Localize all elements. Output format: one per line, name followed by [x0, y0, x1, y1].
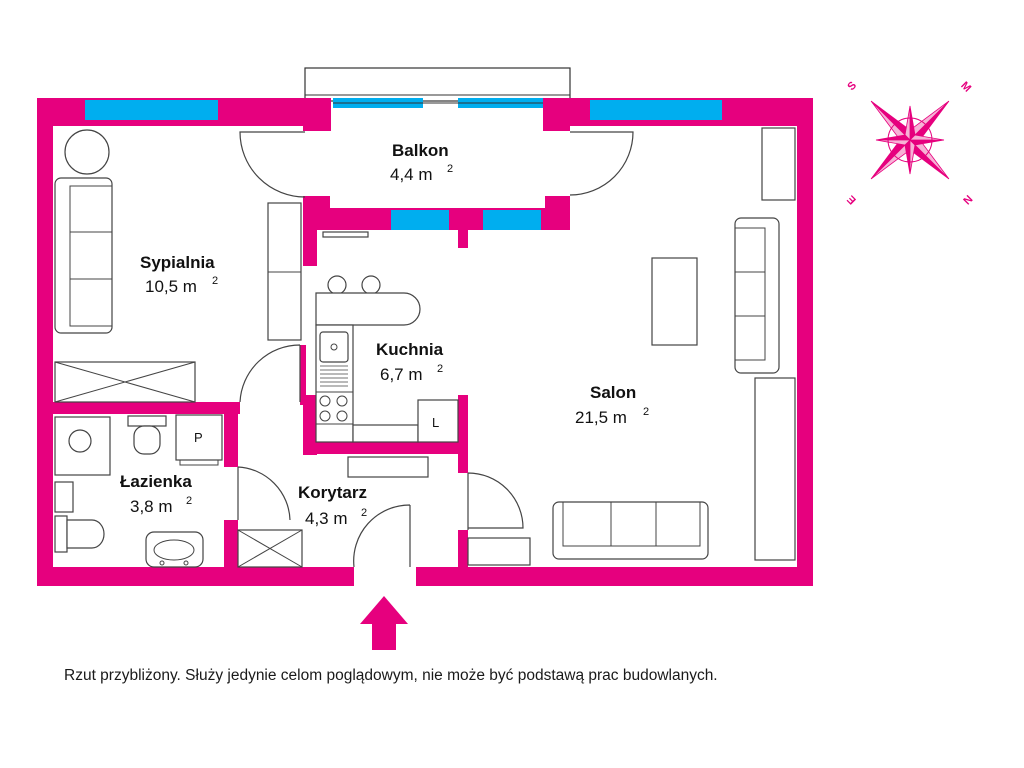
range-hood [322, 231, 369, 238]
sink [319, 331, 349, 363]
room-name: Korytarz [298, 483, 367, 502]
room-area: 4,4 m [390, 165, 433, 184]
room-area: 6,7 m [380, 365, 423, 384]
unit-exponent: 2 [437, 363, 443, 375]
washbasin [68, 429, 92, 453]
water-heater-label: P [194, 430, 203, 445]
room-name: Salon [590, 383, 636, 402]
stool [361, 275, 381, 295]
salon-table [651, 257, 698, 346]
sofa-bottom [552, 501, 709, 560]
room-label-balkon: Balkon 4,4 m 2 [390, 141, 453, 184]
water-heater: P [175, 414, 223, 466]
round-table [64, 129, 110, 175]
closet [54, 361, 196, 403]
corridor-closet [237, 529, 303, 568]
compass-letter: E [845, 193, 859, 207]
wardrobe [267, 202, 302, 341]
shelf [761, 127, 796, 201]
balcony-frame [304, 67, 571, 102]
room-area: 4,3 m [305, 509, 348, 528]
bar-counter [315, 292, 421, 326]
toilet [54, 515, 105, 553]
kitchen-counter-bottom [352, 424, 419, 443]
room-label-kuchnia: Kuchnia 6,7 m 2 [376, 340, 444, 384]
unit-exponent: 2 [643, 406, 649, 418]
room-name: Kuchnia [376, 340, 444, 359]
room-area: 10,5 m [145, 277, 197, 296]
cabinet [347, 456, 429, 478]
room-name: Balkon [392, 141, 449, 160]
bathtub-sink [145, 531, 204, 568]
fridge: L [417, 399, 459, 443]
room-label-korytarz: Korytarz 4,3 m 2 [298, 483, 367, 528]
fridge-label: L [432, 415, 439, 430]
unit-exponent: 2 [212, 275, 218, 287]
room-name: Sypialnia [140, 253, 215, 272]
sofa-right [734, 217, 780, 374]
room-area: 21,5 m [575, 408, 627, 427]
dish-rack [320, 365, 348, 387]
disclaimer-text: Rzut przybliżony. Służy jedynie celom po… [64, 667, 718, 684]
stove [315, 391, 354, 425]
compass-rose-icon: S M E N [845, 79, 974, 207]
unit-exponent: 2 [361, 507, 367, 519]
room-label-sypialnia: Sypialnia 10,5 m 2 [140, 253, 218, 296]
room-name: Łazienka [120, 472, 192, 491]
stool [327, 275, 347, 295]
tv-cabinet [754, 377, 796, 561]
entrance-arrow-icon [360, 596, 408, 650]
compass-letter: N [960, 192, 974, 206]
compass-letter: S [845, 79, 859, 93]
compass-letter: M [958, 80, 973, 95]
bed [54, 177, 113, 334]
room-label-lazienka: Łazienka 3,8 m 2 [120, 472, 192, 516]
room-label-salon: Salon 21,5 m 2 [575, 383, 649, 427]
unit-exponent: 2 [447, 163, 453, 175]
windows [85, 98, 722, 230]
unit-exponent: 2 [186, 495, 192, 507]
room-area: 3,8 m [130, 497, 173, 516]
towel-rack [54, 481, 74, 513]
bidet [127, 415, 167, 455]
low-cabinet [467, 537, 531, 566]
doors [237, 131, 634, 568]
furniture: L [54, 127, 796, 568]
